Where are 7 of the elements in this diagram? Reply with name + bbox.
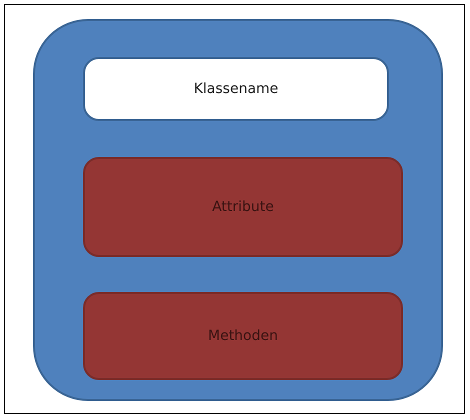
compartment-label: Methoden	[208, 328, 278, 344]
compartment-label: Attribute	[212, 199, 274, 215]
compartment-box	[83, 292, 403, 380]
rounded-container	[33, 19, 443, 401]
compartment-box	[83, 57, 389, 121]
compartment-label: Klassename	[194, 81, 278, 97]
compartment-box	[83, 157, 403, 257]
